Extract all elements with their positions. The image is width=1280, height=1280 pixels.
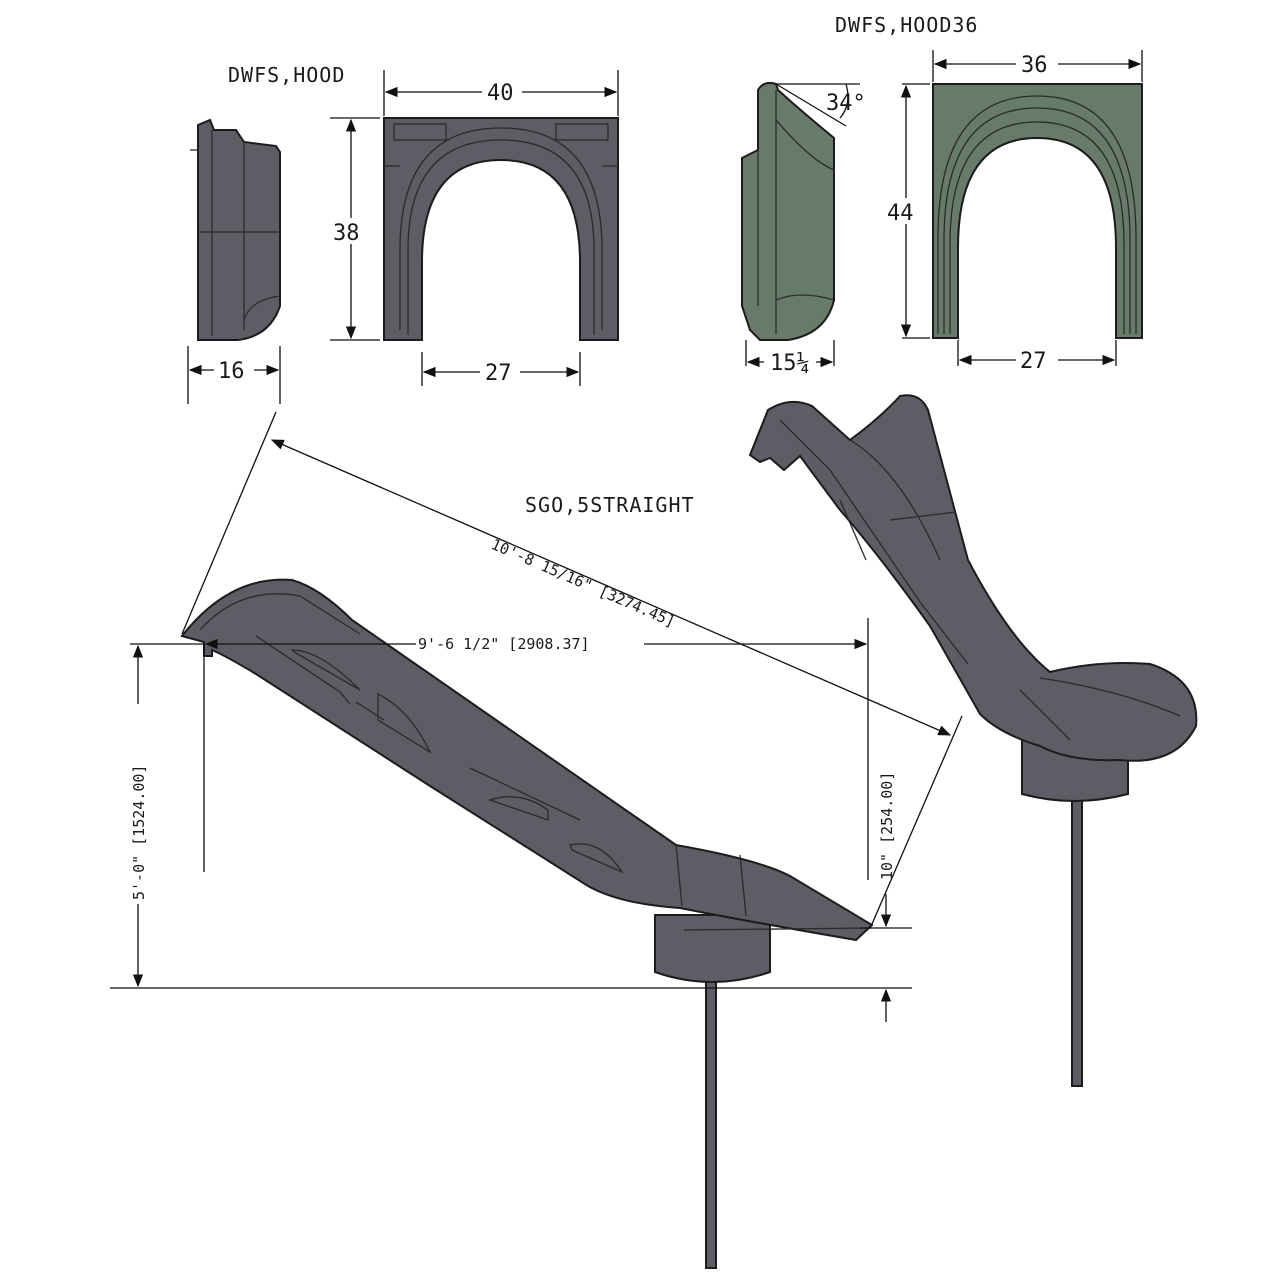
hood-title: DWFS,HOOD bbox=[228, 63, 345, 87]
slide-side-view bbox=[180, 578, 874, 1269]
hood-opening-label: 27 bbox=[485, 361, 512, 386]
hood-front-view bbox=[383, 117, 619, 341]
slide-perspective-view bbox=[748, 394, 1198, 1087]
slide-exit-height-label: 10" [254.00] bbox=[878, 772, 896, 880]
hood36-height-label: 44 bbox=[887, 201, 914, 226]
hood36-opening-dimension: 27 bbox=[957, 340, 1117, 374]
hood36-angle-label: 34° bbox=[826, 91, 866, 116]
hood-height-dimension: 38 bbox=[330, 117, 380, 341]
slide-exit-height-dimension: 10" [254.00] bbox=[860, 772, 912, 1022]
hood36-opening-label: 27 bbox=[1020, 349, 1047, 374]
hood-opening-dimension: 27 bbox=[421, 352, 581, 386]
slide-title: SGO,5STRAIGHT bbox=[525, 493, 695, 517]
slide-run-label: 9'-6 1/2" [2908.37] bbox=[418, 635, 590, 653]
hood-width-label: 40 bbox=[487, 81, 514, 106]
hood-width-dimension: 40 bbox=[383, 70, 619, 116]
hood36-front-view bbox=[932, 83, 1143, 339]
hood36-width-label: 36 bbox=[1021, 53, 1048, 78]
hood36-side-view bbox=[741, 81, 835, 341]
hood36-height-dimension: 44 bbox=[886, 83, 930, 339]
hood-height-label: 38 bbox=[333, 221, 360, 246]
hood-depth-label: 16 bbox=[218, 359, 245, 384]
slide-height-label: 5'-0" [1524.00] bbox=[130, 765, 148, 900]
slide-run-dimension: 9'-6 1/2" [2908.37] bbox=[204, 618, 869, 880]
hood36-title: DWFS,HOOD36 bbox=[835, 13, 978, 37]
hood-side-view bbox=[190, 118, 281, 341]
hood-depth-dimension: 16 bbox=[187, 346, 281, 404]
hood36-angle: 34° bbox=[775, 83, 866, 127]
hood36-width-dimension: 36 bbox=[932, 50, 1143, 82]
slide-length-label: 10'-8 15/16" [3274.45] bbox=[488, 535, 677, 631]
slide-height-dimension: 5'-0" [1524.00] bbox=[110, 643, 912, 989]
hood36-depth-label: 15¼ bbox=[770, 351, 810, 376]
hood36-depth-dimension: 15¼ bbox=[745, 340, 835, 376]
